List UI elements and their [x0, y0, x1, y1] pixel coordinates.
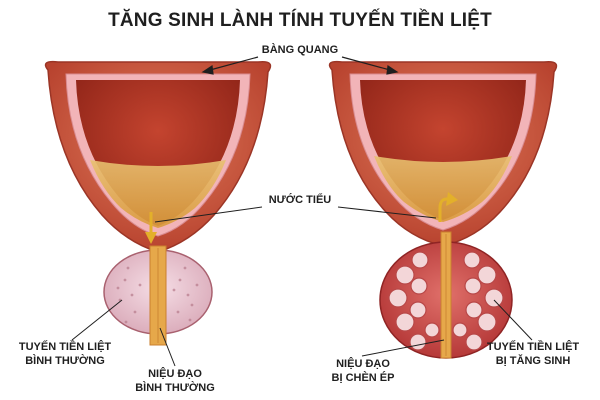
normal-urethra-label-line1: NIỆU ĐẠO — [148, 368, 202, 380]
bph-prostate — [379, 231, 513, 359]
bladder-label: BÀNG QUANG — [255, 43, 345, 57]
enlarged-prostate-label: TUYẾN TIỀN LIỆT BỊ TĂNG SINH — [478, 340, 588, 368]
enlarged-prostate-label-line2: BỊ TĂNG SINH — [495, 355, 571, 367]
normal-prostate-label: TUYẾN TIỀN LIỆT BÌNH THƯỜNG — [10, 340, 120, 368]
bladder-pointers — [201, 56, 399, 75]
compressed-urethra-label-line2: BỊ CHÈN ÉP — [331, 372, 395, 384]
urethra-pointers — [159, 327, 445, 367]
gland-pointers — [71, 299, 533, 341]
enlarged-prostate-label-line1: TUYẾN TIỀN LIỆT — [486, 341, 580, 353]
bladder-label-text: BÀNG QUANG — [261, 44, 339, 56]
normal-prostate-label-line2: BÌNH THƯỜNG — [25, 355, 105, 367]
diagram-title: TĂNG SINH LÀNH TÍNH TUYẾN TIỀN LIỆT — [108, 10, 492, 31]
bph-bladder — [328, 60, 558, 247]
urine-pointers — [154, 206, 437, 223]
normal-prostate-label-line1: TUYẾN TIỀN LIỆT — [18, 341, 112, 353]
urine-label: NƯỚC TIỂU — [258, 193, 342, 207]
compressed-urethra-label: NIỆU ĐẠO BỊ CHÈN ÉP — [318, 357, 408, 385]
normal-prostate — [103, 245, 213, 346]
urine-label-text: NƯỚC TIỂU — [268, 194, 332, 206]
normal-bladder — [44, 60, 272, 253]
normal-urethra-label: NIỆU ĐẠO BÌNH THƯỜNG — [130, 367, 220, 395]
compressed-urethra-label-line1: NIỆU ĐẠO — [336, 358, 390, 370]
normal-urethra-label-line2: BÌNH THƯỜNG — [135, 382, 215, 394]
